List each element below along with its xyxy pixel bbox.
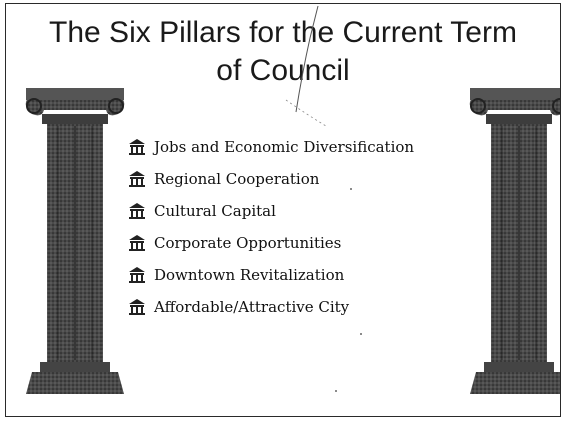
slide-title: The Six Pillars for the Current Term of … [6, 14, 560, 90]
pillars-list: Jobs and Economic Diversification Region… [128, 134, 458, 326]
list-item: Downtown Revitalization [128, 262, 458, 288]
list-item-label: Jobs and Economic Diversification [154, 138, 415, 156]
list-item-label: Regional Cooperation [154, 170, 320, 188]
list-item: Jobs and Economic Diversification [128, 134, 458, 160]
list-item: Corporate Opportunities [128, 230, 458, 256]
list-item-label: Downtown Revitalization [154, 266, 345, 284]
left-column-icon [25, 88, 125, 394]
slide: The Six Pillars for the Current Term of … [5, 3, 561, 417]
building-pillar-icon [129, 171, 145, 187]
list-item-label: Corporate Opportunities [154, 234, 342, 252]
list-item-label: Cultural Capital [154, 202, 276, 220]
building-pillar-icon [129, 267, 145, 283]
title-line-1: The Six Pillars for the Current Term [49, 16, 517, 49]
building-pillar-icon [129, 235, 145, 251]
building-pillar-icon [129, 139, 145, 155]
title-line-2: of Council [216, 54, 350, 87]
list-item-label: Affordable/Attractive City [154, 298, 350, 316]
list-item: Cultural Capital [128, 198, 458, 224]
building-pillar-icon [129, 203, 145, 219]
right-column-icon [469, 88, 560, 394]
list-item: Affordable/Attractive City [128, 294, 458, 320]
building-pillar-icon [129, 299, 145, 315]
list-item: Regional Cooperation [128, 166, 458, 192]
